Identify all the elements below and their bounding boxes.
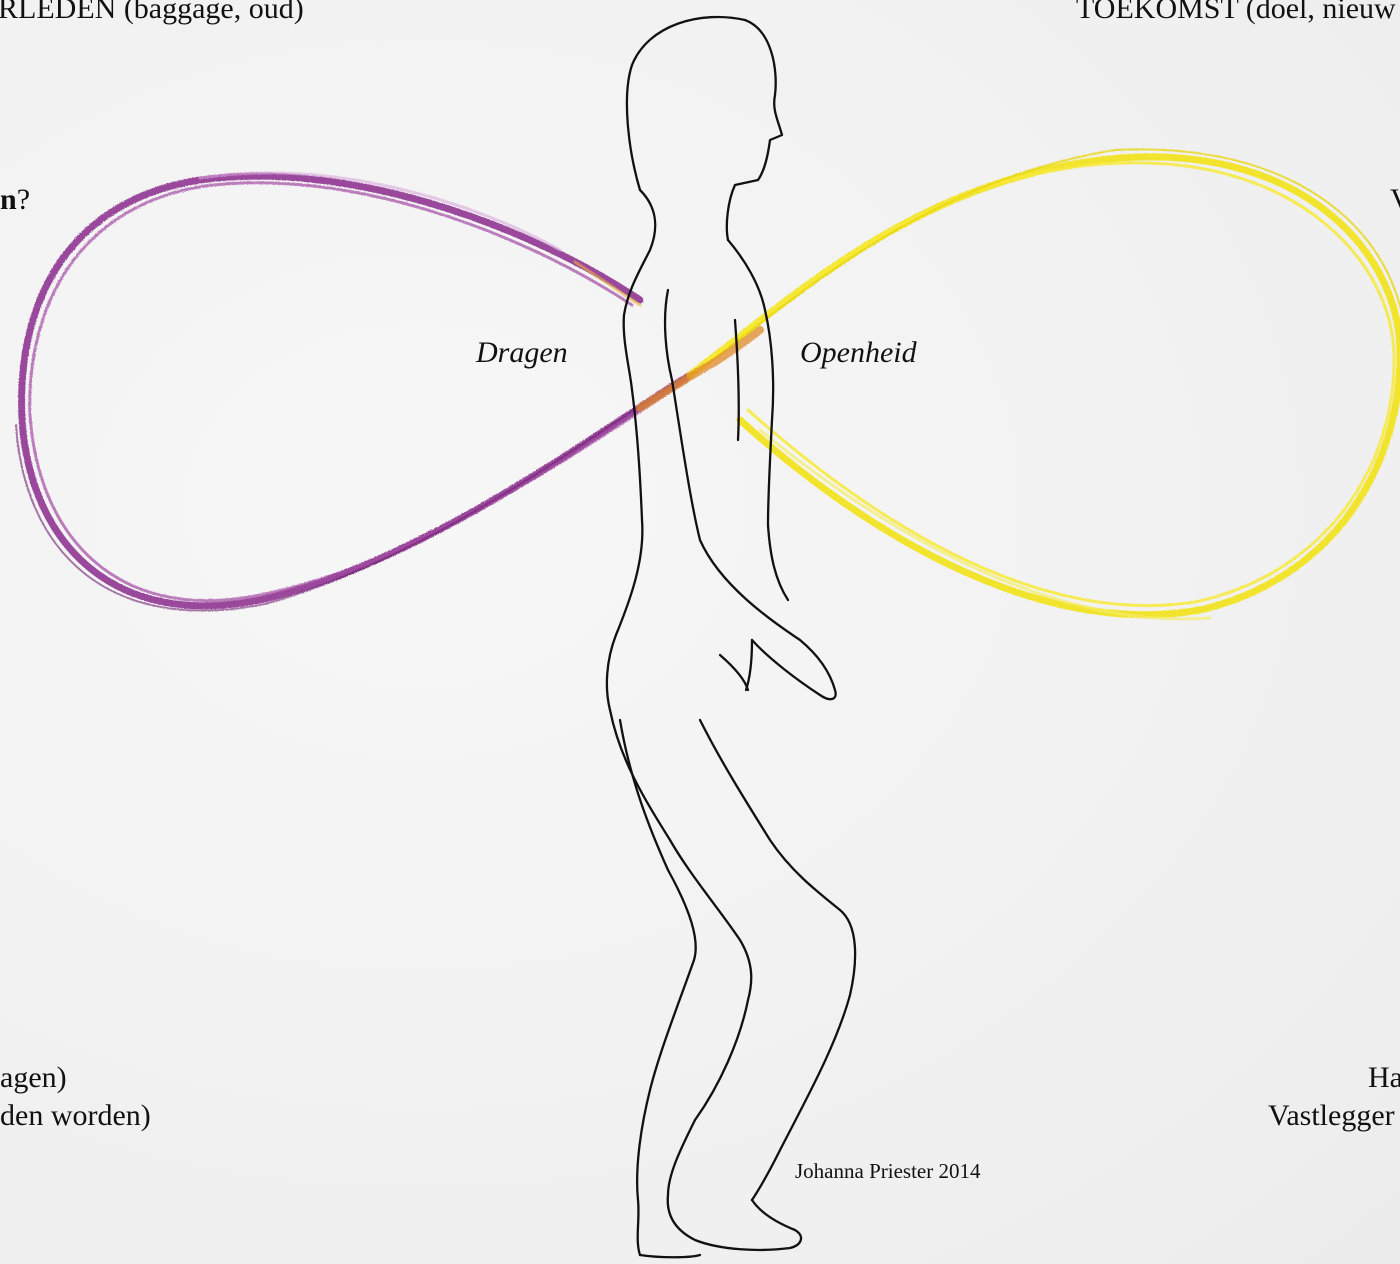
bottom-left-line-1: agen) — [0, 1063, 67, 1093]
yellow-loop — [688, 149, 1400, 619]
bottom-left-line-2: den worden) — [0, 1101, 151, 1131]
center-label-dragen: Dragen — [476, 338, 568, 368]
future-heading: TOEKOMST (doel, nieuw — [1076, 0, 1396, 24]
left-question: n? — [0, 185, 30, 215]
center-label-openheid: Openheid — [800, 338, 917, 368]
bottom-right-line-1: Ha — [1368, 1063, 1400, 1093]
loop-crossing — [575, 262, 760, 408]
purple-loop — [16, 173, 692, 611]
right-edge-letter: V — [1390, 185, 1400, 215]
left-question-bold: n — [0, 183, 17, 216]
bottom-right-line-2: Vastlegger — [1268, 1101, 1395, 1131]
past-heading: RLEDEN (baggage, oud) — [0, 0, 304, 24]
left-question-mark: ? — [17, 183, 30, 216]
author-credit: Johanna Priester 2014 — [795, 1161, 980, 1182]
human-figure-outline — [607, 17, 855, 1257]
